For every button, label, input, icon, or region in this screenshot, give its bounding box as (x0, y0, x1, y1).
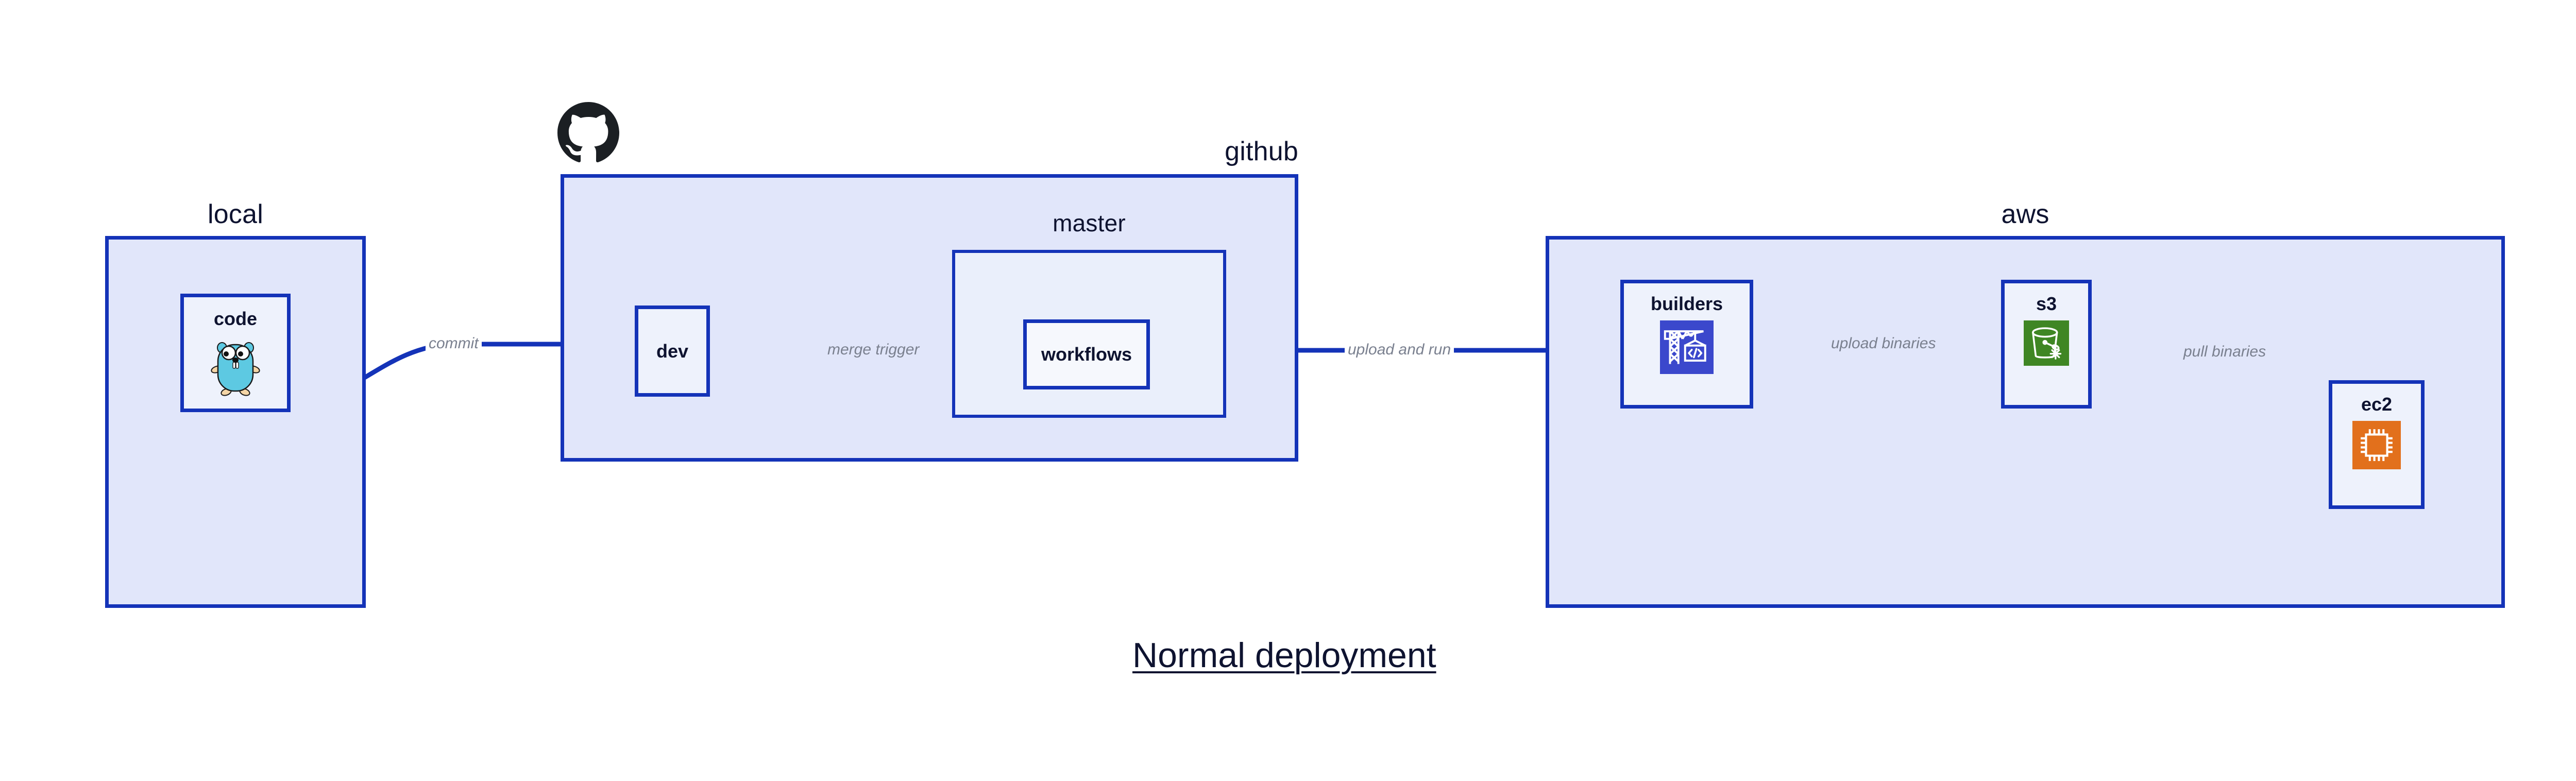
zone-label-github: github (1225, 137, 1298, 166)
zone-label-local: local (208, 199, 263, 229)
node-label-s3: s3 (2036, 293, 2057, 314)
node-builders[interactable]: builders (1620, 280, 1753, 409)
aws-codebuild-icon (1660, 320, 1714, 377)
node-dev[interactable]: dev (635, 305, 710, 397)
node-label-builders: builders (1650, 293, 1723, 314)
node-label-workflows: workflows (1041, 344, 1132, 365)
node-s3[interactable]: s3 (2001, 280, 2092, 409)
diagram-title: Normal deployment (1132, 636, 1436, 675)
go-gopher-icon (211, 335, 260, 399)
github-octocat-icon (557, 102, 619, 166)
node-code[interactable]: code (180, 294, 291, 412)
zone-label-master: master (1053, 210, 1126, 236)
aws-s3-bucket-icon (2024, 320, 2069, 368)
aws-ec2-chip-icon (2352, 421, 2401, 472)
edge-label-pull-binaries: pull binaries (2180, 344, 2269, 360)
edge-label-upload-binaries: upload binaries (1828, 336, 1939, 351)
node-label-dev: dev (656, 340, 689, 362)
zone-label-aws: aws (2001, 199, 2049, 229)
edge-label-upload-and-run: upload and run (1345, 342, 1454, 358)
edge-label-commit: commit (426, 336, 482, 351)
node-ec2[interactable]: ec2 (2329, 380, 2425, 509)
edge-label-merge-trigger: merge trigger (824, 342, 923, 358)
node-label-code: code (213, 308, 258, 329)
node-label-ec2: ec2 (2361, 394, 2393, 415)
zone-local (105, 236, 366, 608)
node-workflows[interactable]: workflows (1023, 319, 1150, 389)
